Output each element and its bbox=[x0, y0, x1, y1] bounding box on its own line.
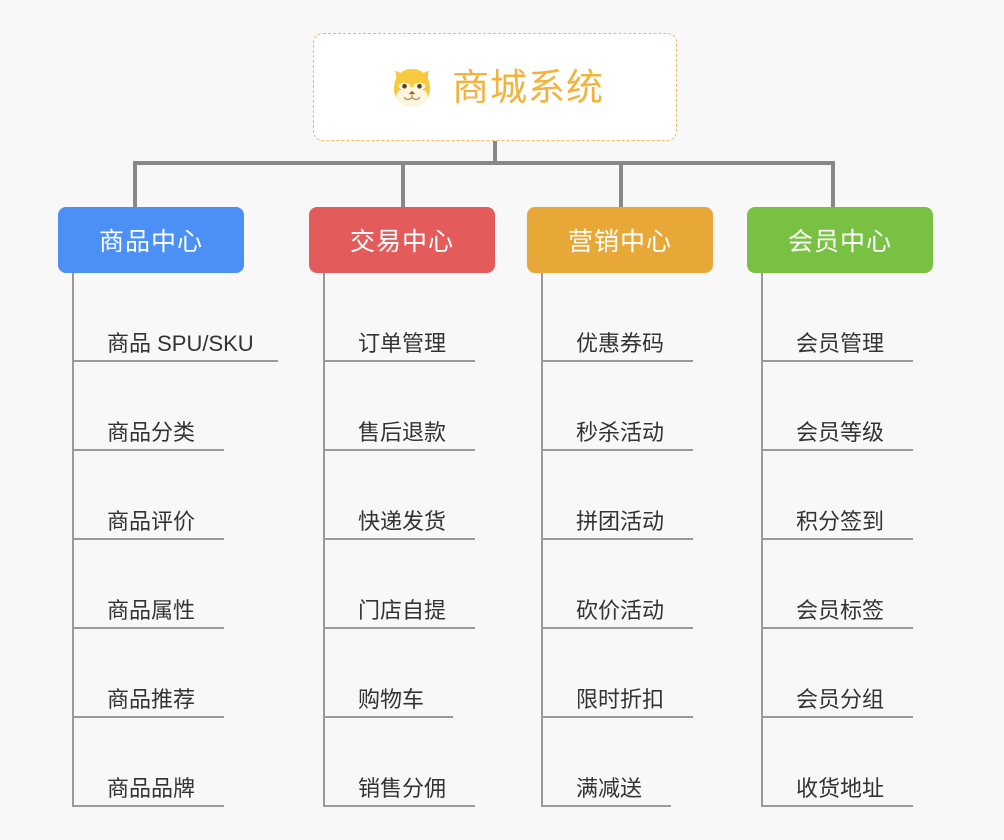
leaf-list-1: 商品 SPU/SKU 商品分类 商品评价 商品属性 商品推荐 商品品牌 bbox=[72, 273, 288, 807]
leaf-label: 会员管理 bbox=[796, 330, 885, 356]
list-item[interactable]: 积分签到 bbox=[763, 451, 962, 540]
leaf-label: 满减送 bbox=[576, 775, 643, 801]
leaf-underline bbox=[763, 449, 913, 451]
list-item[interactable]: 限时折扣 bbox=[543, 629, 742, 718]
list-item[interactable]: 会员标签 bbox=[763, 540, 962, 629]
leaf-underline bbox=[763, 716, 913, 718]
list-item[interactable]: 商品评价 bbox=[74, 451, 288, 540]
leaf-label: 会员标签 bbox=[796, 597, 885, 623]
leaf-label: 收货地址 bbox=[796, 775, 885, 801]
category-header-2-label: 交易中心 bbox=[349, 228, 454, 256]
list-item[interactable]: 订单管理 bbox=[325, 273, 524, 362]
list-item[interactable]: 商品品牌 bbox=[74, 718, 288, 807]
leaf-list-3: 优惠券码 秒杀活动 拼团活动 砍价活动 限时折扣 满减送 bbox=[541, 273, 742, 807]
leaf-underline bbox=[543, 538, 693, 540]
leaf-list-4: 会员管理 会员等级 积分签到 会员标签 会员分组 收货地址 bbox=[761, 273, 962, 807]
leaf-underline bbox=[543, 805, 671, 807]
leaf-label: 订单管理 bbox=[358, 330, 447, 356]
leaf-label: 限时折扣 bbox=[576, 686, 665, 712]
leaf-underline bbox=[325, 360, 475, 362]
category-header-1[interactable]: 商品中心 bbox=[58, 207, 244, 273]
connector-horizontal-bus bbox=[133, 161, 835, 165]
leaf-label: 拼团活动 bbox=[576, 508, 665, 534]
leaf-label: 积分签到 bbox=[796, 508, 885, 534]
list-item[interactable]: 商品分类 bbox=[74, 362, 288, 451]
list-item[interactable]: 优惠券码 bbox=[543, 273, 742, 362]
leaf-label: 门店自提 bbox=[358, 597, 447, 623]
root-node-shopping-mall-system[interactable]: 商城系统 bbox=[313, 33, 677, 141]
leaf-underline bbox=[543, 360, 693, 362]
category-header-1-label: 商品中心 bbox=[98, 228, 203, 256]
leaf-underline bbox=[74, 805, 224, 807]
leaf-label: 会员分组 bbox=[796, 686, 885, 712]
leaf-label: 商品品牌 bbox=[107, 775, 196, 801]
connector-drop-4 bbox=[831, 161, 835, 208]
leaf-underline bbox=[763, 627, 913, 629]
leaf-label: 砍价活动 bbox=[576, 597, 665, 623]
leaf-underline bbox=[763, 538, 913, 540]
list-item[interactable]: 售后退款 bbox=[325, 362, 524, 451]
leaf-underline bbox=[763, 805, 913, 807]
connector-root-stem bbox=[493, 141, 497, 164]
leaf-underline bbox=[543, 627, 693, 629]
category-header-4[interactable]: 会员中心 bbox=[747, 207, 933, 273]
leaf-label: 销售分佣 bbox=[358, 775, 447, 801]
connector-drop-3 bbox=[619, 161, 623, 208]
leaf-label: 商品分类 bbox=[107, 419, 196, 445]
leaf-list-2: 订单管理 售后退款 快递发货 门店自提 购物车 销售分佣 bbox=[323, 273, 524, 807]
list-item[interactable]: 会员管理 bbox=[763, 273, 962, 362]
leaf-underline bbox=[325, 805, 475, 807]
leaf-label: 商品推荐 bbox=[107, 686, 196, 712]
leaf-underline bbox=[325, 627, 475, 629]
leaf-underline bbox=[543, 449, 693, 451]
list-item[interactable]: 购物车 bbox=[325, 629, 524, 718]
leaf-label: 商品 SPU/SKU bbox=[107, 330, 254, 356]
category-header-4-label: 会员中心 bbox=[787, 228, 892, 256]
leaf-label: 商品评价 bbox=[107, 508, 196, 534]
leaf-underline bbox=[74, 716, 224, 718]
leaf-underline bbox=[74, 538, 224, 540]
leaf-underline bbox=[74, 627, 224, 629]
leaf-underline bbox=[325, 538, 475, 540]
category-column-4: 会员中心 会员管理 会员等级 积分签到 会员标签 会员分组 bbox=[747, 207, 962, 807]
leaf-label: 商品属性 bbox=[107, 597, 196, 623]
category-header-2[interactable]: 交易中心 bbox=[309, 207, 495, 273]
list-item[interactable]: 满减送 bbox=[543, 718, 742, 807]
leaf-label: 秒杀活动 bbox=[576, 419, 665, 445]
leaf-label: 购物车 bbox=[358, 686, 425, 712]
leaf-underline bbox=[74, 449, 224, 451]
leaf-label: 售后退款 bbox=[358, 419, 447, 445]
leaf-underline bbox=[74, 360, 278, 362]
list-item[interactable]: 商品属性 bbox=[74, 540, 288, 629]
list-item[interactable]: 销售分佣 bbox=[325, 718, 524, 807]
list-item[interactable]: 拼团活动 bbox=[543, 451, 742, 540]
leaf-underline bbox=[325, 449, 475, 451]
leaf-underline bbox=[543, 716, 693, 718]
category-header-3-label: 营销中心 bbox=[567, 228, 672, 256]
list-item[interactable]: 快递发货 bbox=[325, 451, 524, 540]
list-item[interactable]: 会员分组 bbox=[763, 629, 962, 718]
list-item[interactable]: 收货地址 bbox=[763, 718, 962, 807]
connector-drop-2 bbox=[401, 161, 405, 208]
leaf-label: 优惠券码 bbox=[576, 330, 665, 356]
list-item[interactable]: 秒杀活动 bbox=[543, 362, 742, 451]
category-column-3: 营销中心 优惠券码 秒杀活动 拼团活动 砍价活动 限时折扣 bbox=[527, 207, 742, 807]
leaf-label: 快递发货 bbox=[358, 508, 447, 534]
list-item[interactable]: 商品 SPU/SKU bbox=[74, 273, 288, 362]
list-item[interactable]: 商品推荐 bbox=[74, 629, 288, 718]
root-node-label: 商城系统 bbox=[452, 66, 604, 108]
connector-drop-1 bbox=[133, 161, 137, 208]
list-item[interactable]: 会员等级 bbox=[763, 362, 962, 451]
leaf-underline bbox=[325, 716, 453, 718]
shiba-dog-face-icon bbox=[386, 63, 438, 111]
category-column-1: 商品中心 商品 SPU/SKU 商品分类 商品评价 商品属性 商品推荐 bbox=[58, 207, 288, 807]
category-header-3[interactable]: 营销中心 bbox=[527, 207, 713, 273]
leaf-underline bbox=[763, 360, 913, 362]
leaf-label: 会员等级 bbox=[796, 419, 885, 445]
list-item[interactable]: 门店自提 bbox=[325, 540, 524, 629]
category-column-2: 交易中心 订单管理 售后退款 快递发货 门店自提 购物车 bbox=[309, 207, 524, 807]
list-item[interactable]: 砍价活动 bbox=[543, 540, 742, 629]
